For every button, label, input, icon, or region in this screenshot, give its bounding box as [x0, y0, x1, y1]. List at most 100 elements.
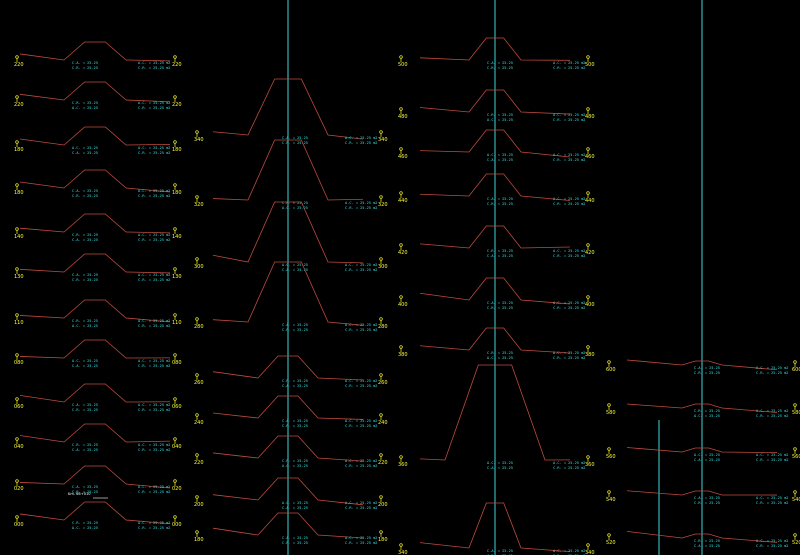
c1s5-label-l2: C.R. = 25.25 [72, 278, 98, 282]
c2s0-label-l1: C.A. = 25.25 [282, 136, 308, 140]
c1s9-label-r2: C.R. = 25.25 m2 [138, 448, 170, 452]
c4s1l-station-label: 580 [606, 410, 616, 416]
c1s9r-station-label: 040 [172, 444, 182, 450]
c3s6-label-l2: A.C. = 25.25 [487, 356, 513, 360]
c1s7-label-l2: C.A. = 25.25 [72, 364, 98, 368]
c4s0l-station-label: 600 [606, 367, 616, 373]
c4s0-label-l2: C.R. = 25.25 [694, 371, 720, 375]
c4s1-label-r2: C.R. = 25.25 m2 [756, 414, 788, 418]
c1s2-label-r1: A.C. = 25.25 m2 [138, 146, 170, 150]
c4s4-label-r1: A.C. = 25.25 m2 [756, 539, 788, 543]
c2s3-label-r2: C.R. = 25.25 m2 [345, 328, 377, 332]
c1s0-label-l1: C.A. = 25.25 [72, 61, 98, 65]
c3s5r-station-label: 400 [585, 302, 595, 308]
c2s2-label-r2: C.R. = 25.25 m2 [345, 268, 377, 272]
c1s9-label-r1: A.C. = 25.25 m2 [138, 443, 170, 447]
c3s1l-station-label: 480 [398, 114, 408, 120]
c1s1-label-r2: C.R. = 25.25 m2 [138, 106, 170, 110]
c3s4-label-l1: C.R. = 25.25 [487, 249, 513, 253]
c4s0-label-r1: A.C. = 25.25 m2 [756, 366, 788, 370]
c3s0-label-r2: C.R. = 25.25 m2 [553, 66, 585, 70]
c3s2-label-r1: A.C. = 25.25 m2 [553, 153, 585, 157]
c2s0-label-l2: C.R. = 25.25 [282, 141, 308, 145]
c3s3-label-r2: C.R. = 25.25 m2 [553, 202, 585, 206]
c3s8r-station-label: 340 [585, 550, 595, 555]
c4s4r-station-label: 520 [792, 540, 800, 546]
c4s1-label-l1: C.R. = 25.25 [694, 409, 720, 413]
c3s0-label-r1: A.C. = 25.25 m2 [553, 61, 585, 65]
c2s0l-station-label: 340 [194, 137, 204, 143]
c1s1-label-r1: A.C. = 25.25 m2 [138, 101, 170, 105]
c1s2-label-r2: C.R. = 25.25 m2 [138, 151, 170, 155]
c3s6-label-r1: A.C. = 25.25 m2 [553, 351, 585, 355]
c2s7-label-r1: A.C. = 25.25 m2 [345, 501, 377, 505]
c3s4-label-r2: C.R. = 25.25 m2 [553, 254, 585, 258]
c1s1-label-l1: C.R. = 25.25 [72, 101, 98, 105]
c2s1r-station-label: 320 [378, 202, 388, 208]
c1s5-label-r1: A.C. = 25.25 m2 [138, 273, 170, 277]
c2s1-label-r1: A.C. = 25.25 m2 [345, 201, 377, 205]
c2s6l-station-label: 220 [194, 460, 204, 466]
c1s3-label-r2: C.R. = 25.25 m2 [138, 194, 170, 198]
c2s4l-station-label: 260 [194, 380, 204, 386]
c2s3-label-r1: A.C. = 25.25 m2 [345, 323, 377, 327]
c1s3-label-l2: C.R. = 25.25 [72, 194, 98, 198]
c1s8-label-l2: C.R. = 25.25 [72, 408, 98, 412]
c4s1-label-r1: A.C. = 25.25 m2 [756, 409, 788, 413]
c3s7l-station-label: 360 [398, 462, 408, 468]
c4s1-label-l2: A.C. = 25.25 [694, 414, 720, 418]
c1s6-label-r1: A.C. = 25.25 m2 [138, 319, 170, 323]
c3s2-label-l1: A.C. = 25.25 [487, 153, 513, 157]
c2s5-label-l1: C.A. = 25.25 [282, 419, 308, 423]
c4s0-label-r2: C.R. = 25.25 m2 [756, 371, 788, 375]
c4s0r-station-label: 600 [792, 367, 800, 373]
c1s6-label-r2: C.R. = 25.25 m2 [138, 324, 170, 328]
c3s7-label-l1: A.C. = 25.25 [487, 461, 513, 465]
c1s5-label-l1: C.A. = 25.25 [72, 273, 98, 277]
c3s1r-station-label: 480 [585, 114, 595, 120]
c1s10l-station-label: 020 [14, 486, 24, 492]
c1s7r-station-label: 080 [172, 360, 182, 366]
c1s9l-station-label: 040 [14, 444, 24, 450]
c4s3l-station-label: 540 [606, 497, 616, 503]
c2s3-label-l1: C.A. = 25.25 [282, 323, 308, 327]
c2s2-label-l1: A.C. = 25.25 [282, 263, 308, 267]
c3s3-label-l1: C.A. = 25.25 [487, 197, 513, 201]
c2s5-label-l2: C.R. = 25.25 [282, 424, 308, 428]
c1s11r-station-label: 000 [172, 522, 182, 528]
c3s5-label-r1: A.C. = 25.25 m2 [553, 301, 585, 305]
c4s2-label-l1: A.C. = 25.25 [694, 453, 720, 457]
c2s4-label-l1: C.R. = 25.25 [282, 379, 308, 383]
c1s0-label-r1: A.C. = 25.25 m2 [138, 61, 170, 65]
c2s8-label-l1: C.A. = 25.25 [282, 536, 308, 540]
c3s6-label-r2: C.R. = 25.25 m2 [553, 356, 585, 360]
c2s6-label-l1: C.R. = 25.25 [282, 459, 308, 463]
c1s1-label-l2: A.C. = 25.25 [72, 106, 98, 110]
c2s7-label-l2: C.A. = 25.25 [282, 506, 308, 510]
c1s3-label-r1: A.C. = 25.25 m2 [138, 189, 170, 193]
c3s0-label-l1: C.A. = 25.25 [487, 61, 513, 65]
c2s8-label-l2: C.R. = 25.25 [282, 541, 308, 545]
c3s2l-station-label: 460 [398, 154, 408, 160]
c2s5-label-r2: C.R. = 25.25 m2 [345, 424, 377, 428]
c3s5l-station-label: 400 [398, 302, 408, 308]
c1s0-label-l2: C.R. = 25.25 [72, 66, 98, 70]
c1s1l-station-label: 220 [14, 102, 24, 108]
c1s2-label-l2: C.A. = 25.25 [72, 151, 98, 155]
c3s2-label-l2: C.A. = 25.25 [487, 158, 513, 162]
c1s4-label-l1: C.R. = 25.25 [72, 233, 98, 237]
c1s6r-station-label: 110 [172, 320, 182, 326]
c1s7-label-r1: A.C. = 25.25 m2 [138, 359, 170, 363]
c3s4r-station-label: 420 [585, 250, 595, 256]
c1s5r-station-label: 130 [172, 274, 182, 280]
c1s2r-station-label: 180 [172, 147, 182, 153]
c3s2-label-r2: C.R. = 25.25 m2 [553, 158, 585, 162]
c4s2-label-l2: C.A. = 25.25 [694, 458, 720, 462]
c3s8l-station-label: 340 [398, 550, 408, 555]
c3s1-label-r1: A.C. = 25.25 m2 [553, 113, 585, 117]
c1s4-label-r2: C.R. = 25.25 m2 [138, 238, 170, 242]
c1s10-label-l1: C.A. = 25.25 [72, 485, 98, 489]
c1s0l-station-label: 220 [14, 62, 24, 68]
c3s7-label-r1: A.C. = 25.25 m2 [553, 461, 585, 465]
